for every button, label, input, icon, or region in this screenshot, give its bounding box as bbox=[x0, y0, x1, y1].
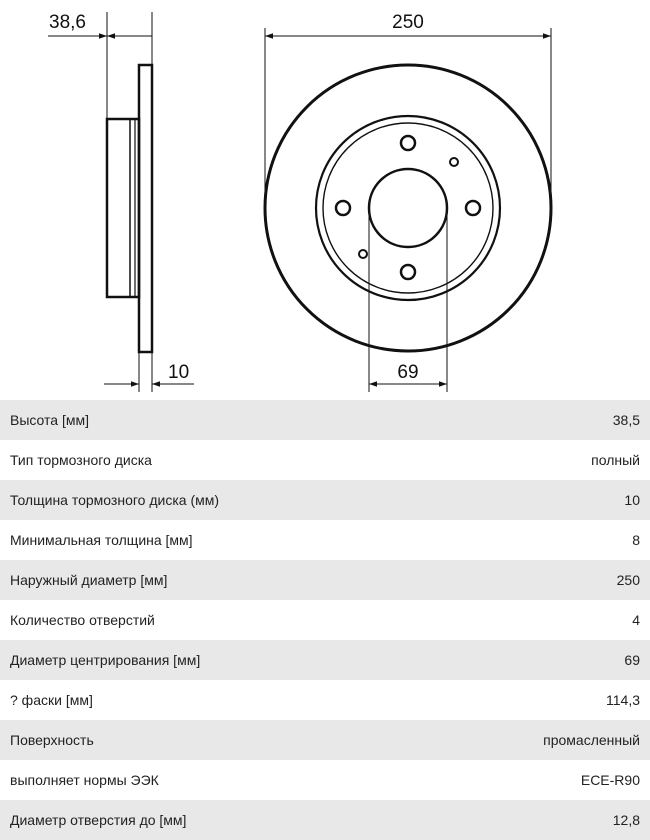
spec-value: 8 bbox=[632, 532, 640, 548]
diameter-dimension-label: 250 bbox=[392, 12, 424, 33]
spec-label: Наружный диаметр [мм] bbox=[10, 572, 168, 588]
spec-row: Тип тормозного диска полный bbox=[0, 440, 650, 480]
center-bore bbox=[367, 167, 449, 249]
bolt-hole-bottom bbox=[399, 263, 417, 281]
spec-value: 4 bbox=[632, 612, 640, 628]
spec-value: 38,5 bbox=[612, 412, 640, 428]
thickness-dimension-label: 10 bbox=[168, 362, 189, 383]
locating-hole bbox=[449, 157, 459, 167]
side-view bbox=[48, 12, 194, 392]
spec-row: Диаметр отверстия до [мм] 12,8 bbox=[0, 800, 650, 840]
spec-value: 10 bbox=[624, 492, 640, 508]
spec-value: промасленный bbox=[543, 732, 640, 748]
disc-plate-outline bbox=[137, 63, 154, 354]
spec-label: Толщина тормозного диска (мм) bbox=[10, 492, 220, 508]
brake-disc-diagram: 38,6 10 bbox=[0, 0, 650, 400]
spec-value: 12,8 bbox=[612, 812, 640, 828]
bolt-hole-left bbox=[334, 199, 352, 217]
specs-table: Высота [мм] 38,5 Тип тормозного диска полн… bbox=[0, 400, 650, 840]
spec-label: Тип тормозного диска bbox=[10, 452, 152, 468]
spec-value: 114,3 bbox=[606, 692, 640, 708]
hub-circle-outer bbox=[314, 114, 502, 302]
spec-label: Поверхность bbox=[10, 732, 94, 748]
spec-row: ? фаски [мм] 114,3 bbox=[0, 680, 650, 720]
spec-label: Диаметр отверстия до [мм] bbox=[10, 812, 187, 828]
width-dimension-label: 38,6 bbox=[49, 12, 86, 33]
spec-label: Диаметр центрирования [мм] bbox=[10, 652, 201, 668]
center-dimension-label: 69 bbox=[397, 362, 418, 383]
spec-row: Высота [мм] 38,5 bbox=[0, 400, 650, 440]
spec-label: выполняет нормы ЭЭК bbox=[10, 772, 159, 788]
spec-row: выполняет нормы ЭЭК ECE-R90 bbox=[0, 760, 650, 800]
locating-hole bbox=[358, 249, 368, 259]
bolt-hole-top bbox=[399, 134, 417, 152]
spec-label: Количество отверстий bbox=[10, 612, 155, 628]
spec-label: ? фаски [мм] bbox=[10, 692, 93, 708]
spec-value: 69 bbox=[624, 652, 640, 668]
spec-row: Диаметр центрирования [мм] 69 bbox=[0, 640, 650, 680]
spec-label: Высота [мм] bbox=[10, 412, 89, 428]
spec-value: полный bbox=[591, 452, 640, 468]
spec-value: 250 bbox=[616, 572, 640, 588]
hub-circle-inner bbox=[322, 122, 494, 294]
bolt-hole-right bbox=[464, 199, 482, 217]
outer-circle bbox=[263, 63, 553, 353]
hub-outline bbox=[105, 117, 141, 299]
spec-label: Минимальная толщина [мм] bbox=[10, 532, 193, 548]
spec-row: Количество отверстий 4 bbox=[0, 600, 650, 640]
spec-row: Наружный диаметр [мм] 250 bbox=[0, 560, 650, 600]
spec-row: Толщина тормозного диска (мм) 10 bbox=[0, 480, 650, 520]
front-view bbox=[263, 28, 553, 392]
technical-drawing: 38,6 10 bbox=[48, 12, 553, 392]
spec-row: Поверхность промасленный bbox=[0, 720, 650, 760]
spec-value: ECE-R90 bbox=[580, 772, 640, 788]
spec-row: Минимальная толщина [мм] 8 bbox=[0, 520, 650, 560]
